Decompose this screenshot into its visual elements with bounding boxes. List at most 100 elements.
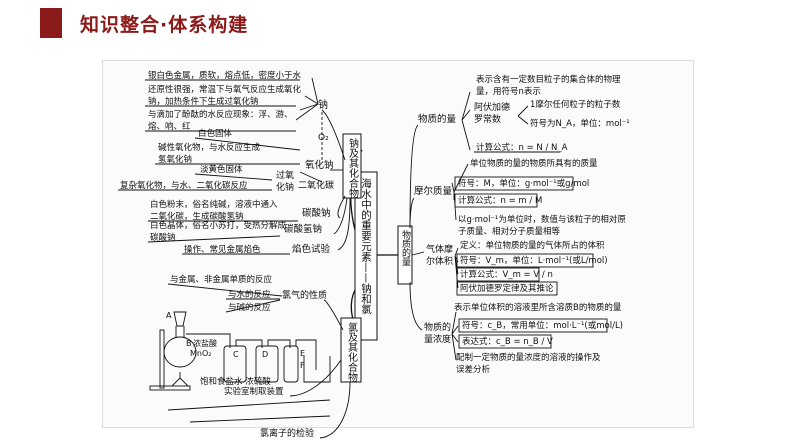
- burner: [171, 372, 189, 387]
- conc-node-1: 物质的: [424, 321, 451, 333]
- amount-formula: 计算公式：n = N / N_A: [476, 142, 568, 153]
- line-bicarbonate-desc: [147, 235, 281, 243]
- avogadro-node-2: 罗常数: [474, 113, 501, 125]
- co2-label: 二氧化碳: [298, 179, 334, 191]
- bicarbonate-node: 碳酸氢钠: [284, 223, 322, 235]
- line-carbonate: [337, 195, 346, 219]
- line-amount: [409, 124, 419, 229]
- lines-molar-mass: [451, 163, 469, 221]
- flask-b: [163, 336, 197, 368]
- amount-desc-1: 表示含有一定数目粒子的集合体的物理: [476, 74, 621, 85]
- underlines-na-props: [145, 79, 300, 132]
- lines-amount: [461, 91, 471, 151]
- lines-conc: [451, 311, 459, 361]
- center-node: 海水中的重要元素——钠和氯: [360, 177, 372, 314]
- na-prop-2: 还原性很强，常温下与氧气反应生成氧化: [148, 84, 302, 95]
- conc-desc-3: 表达式：c_B = n_B / V: [462, 336, 553, 347]
- lines-na-props: [295, 77, 319, 121]
- center-node-box: [354, 171, 378, 341]
- co2-arrow: [299, 171, 323, 183]
- label-mno2: MnO₂: [190, 349, 211, 358]
- gas-volume-node-1: 气体摩: [426, 243, 453, 255]
- line-flame: [337, 197, 351, 251]
- label-b: B: [186, 339, 192, 348]
- bottle-d: [255, 345, 279, 383]
- mole-branch-label: 物质的量: [400, 229, 411, 266]
- conc-desc-1: 表示单位体积的溶液里所含溶质B的物质的量: [454, 302, 622, 313]
- chlorine-branch-box: [340, 317, 362, 383]
- tube-2: [235, 339, 263, 348]
- cl-reaction-1: 与金属、非金属单质的反应: [170, 274, 273, 285]
- line-chloride-test: [319, 381, 351, 439]
- na-prop-1: 银白色金属，质软，熔点低，密度小于水: [148, 70, 302, 81]
- line-lab: [289, 359, 342, 397]
- lab-setup-node: 实验室制取装置: [224, 386, 284, 397]
- box-mm-formula: [454, 193, 538, 208]
- sodium-branch-label: 钠及其化合物: [347, 137, 359, 199]
- line-gas: [411, 251, 425, 256]
- conc-desc-2: 符号：c_B，常用单位：mol·L⁻¹(或mol/L): [462, 320, 623, 331]
- avogadro-node-1: 阿伏加德: [474, 101, 510, 113]
- label-e: E: [300, 349, 305, 358]
- cl-reaction-3: 与碱的反应: [228, 302, 271, 313]
- chlorine-props-node: 氯气的性质: [282, 289, 327, 301]
- tube-3: [267, 339, 291, 348]
- apparatus-stand: [159, 329, 165, 389]
- bicarbonate-desc-1: 白色晶体，俗名小苏打，受热分解成: [150, 220, 287, 231]
- na-prop-5: 熔、响、红: [148, 121, 191, 132]
- na-prop-3: 钠，加热条件下生成过氧化钠: [148, 96, 259, 107]
- gas-volume-node-2: 尔体积: [426, 255, 453, 267]
- carbonate-desc-1: 白色粉末，俗名纯碱，溶液中通入: [150, 199, 278, 210]
- gas-desc-3: 计算公式：V_m = V / n: [460, 269, 553, 280]
- na2o-node: 氧化钠: [305, 159, 334, 171]
- label-f: F: [300, 361, 305, 370]
- na2o-desc-2: 碱性氧化物，与水反应生成: [158, 142, 261, 153]
- gas-desc-1: 定义：单位物质的量的气体所占的体积: [460, 240, 605, 251]
- na2o2-node-1: 过氧: [276, 169, 294, 181]
- label-a: A: [166, 311, 172, 320]
- chlorine-branch-label: 氯及其化合物: [346, 321, 358, 383]
- box-conc-formula: [458, 334, 552, 349]
- avogadro-desc-2: 符号为N_A，单位：mol⁻¹: [530, 118, 630, 129]
- lines-chlorine-lower: [167, 399, 331, 423]
- box-mm-symbol: [454, 176, 574, 191]
- na2o2-node-2: 化钠: [276, 181, 294, 193]
- lines-na2o2-desc: [118, 173, 273, 191]
- apparatus-base: [149, 385, 191, 391]
- line-na: [321, 109, 346, 161]
- tube-1: [186, 333, 231, 348]
- bottles-label: 饱和食盐水 浓硫酸: [200, 376, 271, 387]
- o2-label: O₂: [318, 133, 329, 143]
- molar-mass-desc-3: 计算公式：n = m / M: [458, 195, 542, 206]
- beaker-f: [303, 356, 331, 383]
- molar-mass-desc-1: 单位物质的量的物质所具有的质量: [470, 158, 598, 169]
- molar-mass-node: 摩尔质量: [414, 185, 453, 197]
- molar-mass-desc-4: 以g·mol⁻¹为单位时，数值与该粒子的相对原: [458, 214, 626, 225]
- apparatus-diagram: [149, 311, 331, 391]
- na2o2-desc-1: 淡黄色固体: [200, 164, 243, 175]
- conc-desc-4: 配制一定物质的量浓度的溶液的操作及: [456, 352, 601, 363]
- label-c: C: [233, 350, 239, 359]
- avogadro-desc-1: 1摩尔任何粒子的粒子数: [530, 99, 621, 110]
- na2o-desc-1: 白色固体: [198, 128, 233, 139]
- na2o2-desc-2: 复杂氧化物，与水、二氧化碳反应: [120, 180, 248, 191]
- label-d: D: [262, 350, 268, 359]
- lines-avogadro: [517, 105, 529, 125]
- page-title: 知识整合·体系构建: [80, 14, 249, 36]
- flask-neck: [175, 326, 185, 338]
- gas-desc-4: 阿伏加德罗定律及其推论: [460, 283, 554, 294]
- carbonate-node: 碳酸钠: [302, 207, 331, 219]
- label-hcl: 浓盐酸: [193, 338, 217, 348]
- na-prop-4: 与滴加了酚酞的水反应现象：浮、游、: [148, 109, 293, 120]
- amount-node: 物质的量: [418, 113, 457, 125]
- conc-node-2: 量浓度: [424, 333, 451, 345]
- title-accent-bar: [40, 8, 62, 38]
- box-conc-symbol: [458, 318, 608, 333]
- bottle-e: [283, 345, 299, 383]
- tube-4: [295, 339, 317, 370]
- box-gas-formula: [456, 267, 540, 282]
- molar-mass-desc-5: 子质量、相对分子质量相等: [458, 226, 561, 237]
- sodium-branch-box: [342, 133, 362, 199]
- lines-na2o-desc: [155, 137, 301, 165]
